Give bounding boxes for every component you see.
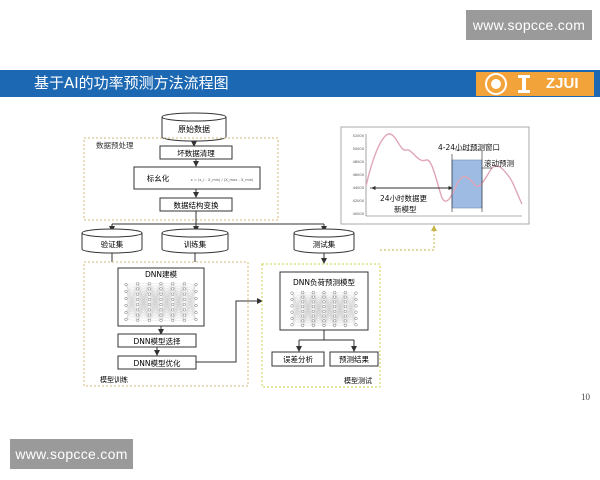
neural-network-icon [124,282,198,322]
bad-data-clean-label: 坏数据清理 [177,148,215,158]
forecast-window-label: 4-24小时预测窗口 [438,142,500,152]
training-set-label: 训练集 [184,239,207,249]
y-tick: 40000 [353,212,365,216]
preprocess-group-label: 数据预处理 [96,140,134,150]
rolling-forecast-label: 滚动预测 [484,158,514,168]
neural-network-icon [290,290,358,328]
error-analysis-label: 误差分析 [283,354,313,364]
test-set-label: 测试集 [313,239,336,249]
validation-set-node: 验证集 [81,228,143,254]
dnn-load-model-label: DNN负荷预测模型 [293,277,355,287]
logo-emblem-icon [485,73,530,95]
y-tick: 42000 [353,199,365,203]
slide-title: 基于AI的功率预测方法流程图 [34,74,229,92]
watermark-top: www.sopcce.com [466,10,592,40]
y-tick: 50000 [353,147,365,151]
raw-data-label: 原始数据 [178,124,210,134]
training-group-label: 模型训练 [100,375,128,384]
normalize-label: 标幺化 [147,173,170,183]
training-set-node: 训练集 [161,228,229,254]
testing-group-label: 模型测试 [344,376,372,385]
inset-y-ticks: 52000 50000 48000 46000 44000 42000 4000… [353,134,365,216]
zjui-logo: ZJUI [476,72,594,96]
update-model-label-1: 24小时数据更 [380,193,428,203]
model-select-label: DNN模型选择 [134,336,181,346]
forecast-result-box [329,351,379,367]
y-tick: 48000 [353,160,365,164]
normalize-box [133,166,261,190]
update-model-label-2: 新模型 [394,204,417,214]
logo-text: ZJUI [546,75,579,92]
raw-data-node: 原始数据 [161,112,227,142]
preprocess-group [83,137,279,221]
model-optimize-label: DNN模型优化 [134,358,181,368]
y-tick: 44000 [353,186,365,190]
error-analysis-box [271,351,325,367]
load-curve [365,133,523,205]
testing-group [261,263,381,388]
forecast-result-label: 预测结果 [339,354,369,364]
normalize-formula: x = (x_i - X_min) / (X_max - X_min) [191,178,254,182]
training-group [83,261,249,387]
struct-transform-label: 数据结构变换 [174,200,219,210]
validation-set-label: 验证集 [101,239,124,249]
y-tick: 52000 [353,134,365,138]
y-tick: 46000 [353,173,365,177]
page-number: 10 [581,392,590,402]
dnn-build-label: DNN建模 [145,269,177,279]
test-set-node: 测试集 [293,228,355,254]
watermark-bottom: www.sopcce.com [10,439,133,469]
